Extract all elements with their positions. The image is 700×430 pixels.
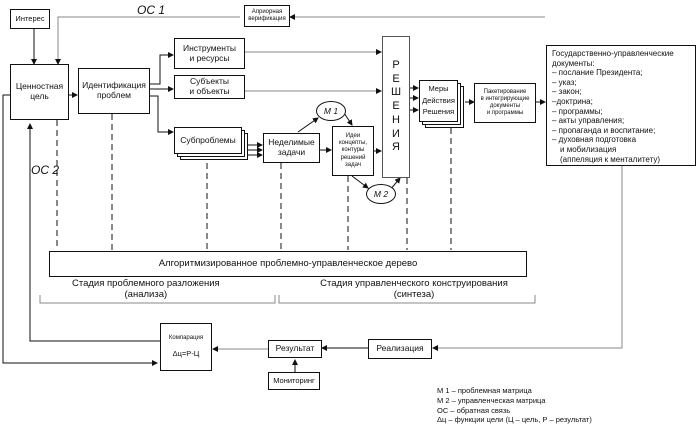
decisions-letter: Ш	[390, 86, 402, 99]
arrow-ident-sub1	[150, 95, 174, 135]
m1-label: М 1	[323, 106, 339, 116]
arrow-docs-implementation	[432, 166, 623, 351]
decisions-letter: Е	[392, 72, 400, 85]
decisions-box: Р Е Ш Е Н И Я	[382, 36, 410, 178]
m2-label: М 2	[373, 189, 389, 199]
packaging-line3: документы	[489, 103, 521, 109]
stage-synthesis-line1: Стадия управленческого конструирования	[320, 278, 508, 289]
packaging-line2: в интегрирующие	[480, 96, 530, 103]
value-goal-line1: Ценностная	[15, 81, 64, 92]
documents-item: – акты управления;	[552, 116, 625, 126]
comparison-box: Компарация Δц=Р-Ц	[160, 323, 212, 371]
value-goal-line2: цель	[30, 91, 49, 101]
decisions-letter: Н	[392, 113, 400, 126]
ideas-line1: Идеи	[345, 133, 361, 140]
ideas-line2: концепты,	[338, 140, 368, 147]
decisions-letter: И	[392, 127, 400, 140]
ideas-line3: контуры	[341, 147, 365, 154]
stage-synthesis: Стадия управленческого конструирования (…	[294, 278, 534, 301]
subjects-box: Субъекты и объекты	[174, 75, 245, 99]
legend-oc: ОС – обратная связь	[437, 405, 511, 415]
arrow-ideas-m2	[351, 175, 369, 189]
arrow-goal-comparison	[2, 94, 158, 366]
comparison-title: Компарация	[168, 335, 204, 342]
ideas-line5: задач	[345, 161, 361, 168]
identification-line1: Идентификация	[82, 80, 146, 91]
indivisible-line2: задачи	[277, 147, 306, 157]
monitoring-box: Мониторинг	[268, 372, 320, 390]
implementation-label: Реализация	[376, 343, 424, 354]
stage-analysis-line2: (анализа)	[124, 288, 168, 300]
identification-line2: проблем	[96, 90, 132, 100]
oc2-label: ОС 2	[31, 163, 60, 177]
arrow-oc1	[55, 16, 240, 65]
arrow-indivisible-m1	[297, 117, 319, 133]
measures-line1: Меры	[428, 84, 449, 94]
legend-delta: Δц – функции цели (Ц – цель, Р – результ…	[437, 415, 592, 425]
interest-box: Интерес	[10, 9, 50, 29]
packaging-line1: Пакетирование	[483, 89, 527, 96]
stage-analysis: Стадия проблемного разложения (анализа)	[72, 278, 220, 301]
documents-item: – указ;	[552, 77, 577, 87]
problem-identification-box: Идентификация проблем	[78, 68, 150, 114]
result-label: Результат	[275, 343, 315, 354]
a-priori-line1: Априорная	[251, 9, 283, 16]
ideas-box: Идеи концепты, контуры решений задач	[332, 126, 374, 176]
implementation-box: Реализация	[368, 339, 432, 359]
interest-label: Интерес	[15, 13, 45, 23]
documents-item: – духовная подготовка	[552, 135, 637, 145]
decisions-letter: Е	[392, 100, 400, 113]
a-priori-verification-box: Априорная верификация	[244, 5, 290, 27]
m1-circle: М 1	[316, 101, 346, 121]
subjects-line2: и объекты	[189, 86, 230, 96]
monitoring-label: Мониторинг	[273, 375, 315, 385]
subjects-line1: Субъекты	[190, 76, 229, 87]
decisions-letter: Р	[392, 58, 400, 71]
instruments-line2: и ресурсы	[189, 52, 230, 63]
documents-item: и мобилизация	[560, 144, 617, 154]
arrow-comparison-goal	[27, 123, 160, 342]
subproblems-label: Субпроблемы	[180, 134, 236, 145]
measures-line2: Действия	[422, 95, 455, 105]
packaging-line4: и программы	[486, 109, 524, 116]
instruments-line1: Инструменты	[182, 42, 236, 53]
documents-item: – пропаганда и воспитание;	[552, 125, 656, 135]
value-goal-box: Ценностная цель	[10, 64, 69, 120]
documents-title-line2: документы:	[552, 58, 595, 68]
instruments-box: Инструменты и ресурсы	[174, 38, 245, 69]
ideas-line4: решений	[340, 154, 366, 161]
indivisible-tasks-box: Неделимые задачи	[263, 133, 320, 163]
documents-item: (аппеляция к менталитету)	[560, 154, 660, 164]
documents-item: – закон;	[552, 87, 582, 97]
documents-item: – послание Президента;	[552, 68, 643, 78]
oc1-label: ОС 1	[137, 3, 166, 17]
stage-analysis-line1: Стадия проблемного разложения	[72, 278, 220, 289]
m2-circle: М 2	[366, 184, 396, 204]
packaging-box: Пакетирование в интегрирующие документы …	[474, 83, 536, 123]
indivisible-line1: Неделимые	[268, 137, 315, 148]
algorithmized-tree-box: Алгоритмизированное проблемно-управленче…	[49, 251, 527, 277]
legend-m1: М 1 – проблемная матрица	[437, 386, 532, 395]
a-priori-line2: верификация	[248, 16, 286, 22]
documents-title-line1: Государственно-управленческие	[552, 49, 674, 58]
result-box: Результат	[268, 340, 322, 358]
decisions-letter: Я	[392, 141, 400, 154]
documents-item: – программы;	[552, 106, 603, 116]
measures-box: Меры Действия Решения	[419, 80, 458, 122]
subproblems-box: Субпроблемы	[174, 127, 242, 154]
state-documents-box: Государственно-управленческие документы:…	[546, 45, 696, 166]
stage-synthesis-line2: (синтеза)	[393, 288, 435, 300]
measures-line3: Решения	[422, 107, 455, 117]
documents-item: –доктрина;	[552, 96, 593, 106]
arrow-ident-instruments	[150, 52, 174, 85]
legend: М 1 – проблемная матрица М 2 – управленч…	[437, 386, 592, 425]
legend-m2: М 2 – управленческая матрица	[437, 395, 546, 405]
tree-label: Алгоритмизированное проблемно-управленче…	[158, 257, 418, 269]
comparison-formula: Δц=Р-Ц	[172, 349, 200, 359]
